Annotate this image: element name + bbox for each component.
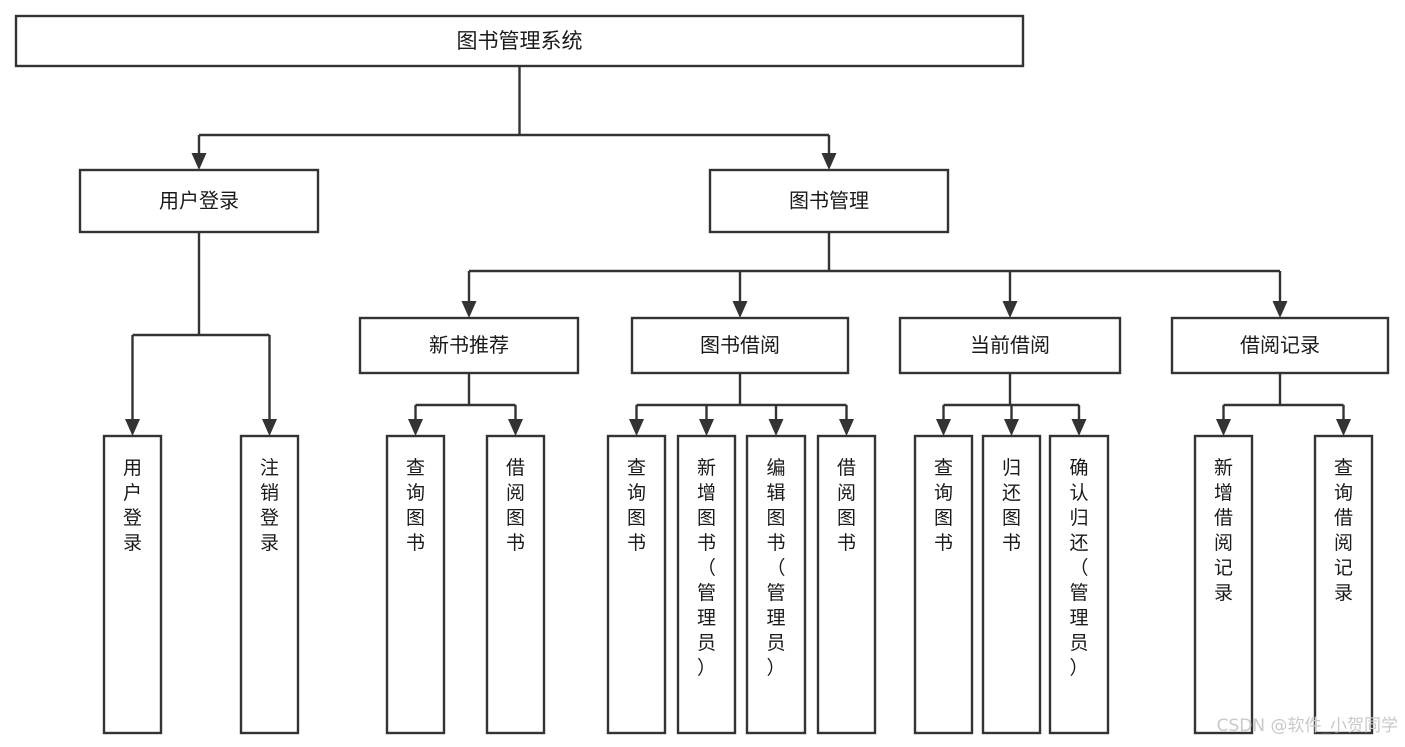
arrow-head-icon xyxy=(1272,301,1288,318)
arrow-head-icon xyxy=(1004,419,1019,436)
node-label-borrow-book-2: 借阅图书 xyxy=(837,457,856,554)
node-borrow-book-1[interactable] xyxy=(485,434,546,735)
node-label-book-borrow: 图书借阅 xyxy=(700,333,780,357)
node-add-borrow-record[interactable] xyxy=(1193,434,1254,735)
node-label-user-login: 用户登录 xyxy=(159,189,239,213)
node-query-book-2[interactable] xyxy=(606,434,667,735)
node-label-query-book-1: 查询图书 xyxy=(406,457,425,554)
node-box-borrow-book-1[interactable] xyxy=(485,434,546,735)
node-box-query-book-1[interactable] xyxy=(385,434,446,735)
arrow-head-icon xyxy=(191,153,207,170)
node-confirm-return-admin[interactable] xyxy=(1048,434,1110,735)
arrow-head-icon xyxy=(1216,419,1231,436)
node-box-new-book-recommend[interactable] xyxy=(358,316,580,375)
node-box-book-manage[interactable] xyxy=(708,168,950,234)
arrow-head-icon xyxy=(768,419,784,436)
node-box-add-book-admin[interactable] xyxy=(676,434,737,735)
arrow-head-icon xyxy=(1071,419,1087,436)
arrow-head-icon xyxy=(1336,419,1351,436)
arrow-head-icon xyxy=(125,419,140,436)
node-label-new-book-recommend: 新书推荐 xyxy=(429,333,509,357)
node-user-login-do[interactable] xyxy=(102,434,163,735)
node-label-borrow-book-1: 借阅图书 xyxy=(506,457,525,554)
node-box-edit-book-admin[interactable] xyxy=(745,434,807,735)
node-label-query-book-3: 查询图书 xyxy=(934,457,953,554)
node-root[interactable] xyxy=(14,14,1025,68)
node-box-root[interactable] xyxy=(14,14,1025,68)
nodes-layer: 图书管理系统用户登录用户登录注销登录图书管理新书推荐查询图书借阅图书图书借阅查询… xyxy=(14,14,1390,735)
node-box-book-borrow[interactable] xyxy=(630,316,850,375)
node-box-confirm-return-admin[interactable] xyxy=(1048,434,1110,735)
node-box-borrow-record[interactable] xyxy=(1170,316,1390,375)
node-new-book-recommend[interactable] xyxy=(358,316,580,375)
node-query-book-1[interactable] xyxy=(385,434,446,735)
node-label-borrow-record: 借阅记录 xyxy=(1240,333,1320,357)
node-book-manage[interactable] xyxy=(708,168,950,234)
arrow-head-icon xyxy=(699,419,714,436)
node-box-query-book-3[interactable] xyxy=(913,434,974,735)
node-book-borrow[interactable] xyxy=(630,316,850,375)
node-label-query-borrow-record: 查询借阅记录 xyxy=(1334,457,1353,604)
arrow-head-icon xyxy=(732,301,748,318)
node-label-current-borrow: 当前借阅 xyxy=(970,333,1050,357)
arrow-head-icon xyxy=(408,419,423,436)
node-box-query-borrow-record[interactable] xyxy=(1313,434,1374,735)
arrow-head-icon xyxy=(461,301,477,318)
arrow-head-icon xyxy=(1002,301,1018,318)
node-query-book-3[interactable] xyxy=(913,434,974,735)
node-label-confirm-return-admin: 确认归还（管理员） xyxy=(1069,457,1088,679)
node-label-query-book-2: 查询图书 xyxy=(627,457,646,554)
node-label-root: 图书管理系统 xyxy=(457,29,583,53)
node-current-borrow[interactable] xyxy=(898,316,1122,375)
arrow-head-icon xyxy=(262,419,277,436)
node-box-return-book[interactable] xyxy=(981,434,1042,735)
node-user-login[interactable] xyxy=(78,168,320,234)
node-label-add-borrow-record: 新增借阅记录 xyxy=(1214,457,1233,604)
node-box-borrow-book-2[interactable] xyxy=(816,434,877,735)
node-edit-book-admin[interactable] xyxy=(745,434,807,735)
connectors-layer xyxy=(125,66,1351,436)
node-add-book-admin[interactable] xyxy=(676,434,737,735)
node-label-edit-book-admin: 编辑图书（管理员） xyxy=(766,457,785,679)
node-box-user-login-do[interactable] xyxy=(102,434,163,735)
node-borrow-record[interactable] xyxy=(1170,316,1390,375)
node-label-user-login-do: 用户登录 xyxy=(123,457,142,554)
csdn-watermark: CSDN @软件_小贺同学 xyxy=(1217,716,1398,736)
node-label-user-logout: 注销登录 xyxy=(260,457,279,554)
arrow-head-icon xyxy=(839,419,854,436)
arrow-head-icon xyxy=(629,419,644,436)
node-user-logout[interactable] xyxy=(239,434,300,735)
node-box-query-book-2[interactable] xyxy=(606,434,667,735)
node-return-book[interactable] xyxy=(981,434,1042,735)
arrow-head-icon xyxy=(508,419,523,436)
arrow-head-icon xyxy=(936,419,951,436)
node-box-current-borrow[interactable] xyxy=(898,316,1122,375)
node-label-return-book: 归还图书 xyxy=(1002,457,1021,554)
node-box-user-login[interactable] xyxy=(78,168,320,234)
node-label-add-book-admin: 新增图书（管理员） xyxy=(697,457,716,679)
node-borrow-book-2[interactable] xyxy=(816,434,877,735)
node-box-user-logout[interactable] xyxy=(239,434,300,735)
arrow-head-icon xyxy=(821,153,837,170)
node-box-add-borrow-record[interactable] xyxy=(1193,434,1254,735)
node-label-book-manage: 图书管理 xyxy=(789,189,869,213)
node-query-borrow-record[interactable] xyxy=(1313,434,1374,735)
